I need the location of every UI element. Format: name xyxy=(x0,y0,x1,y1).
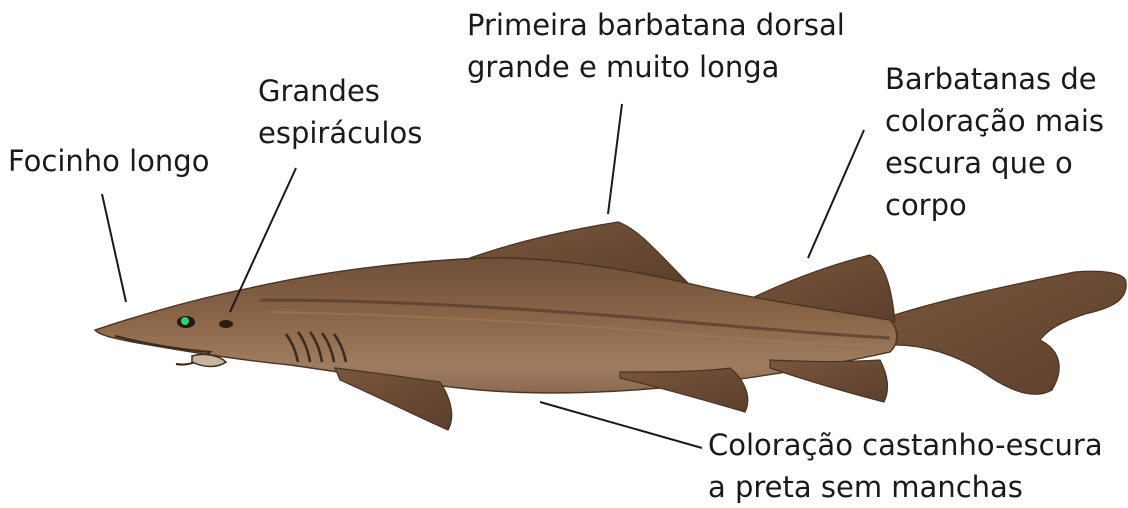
label-spiracles-line-2: espiráculos xyxy=(258,112,422,154)
label-snout-line-1: Focinho longo xyxy=(8,140,209,182)
spiracle xyxy=(219,320,233,328)
label-dorsal-fin: Primeira barbatana dorsal grande e muito… xyxy=(467,4,845,88)
label-dorsal-fin-line-1: Primeira barbatana dorsal xyxy=(467,4,845,46)
leader-fins xyxy=(808,130,864,258)
label-body-color-line-1: Coloração castanho-escura xyxy=(708,424,1103,466)
eye-highlight xyxy=(181,317,189,325)
anal-fin xyxy=(770,360,887,402)
label-dorsal-fin-line-2: grande e muito longa xyxy=(467,46,845,88)
label-fins-color: Barbatanas de coloração mais escura que … xyxy=(885,58,1104,226)
label-spiracles: Grandes espiráculos xyxy=(258,70,422,154)
label-fins-color-line-1: Barbatanas de xyxy=(885,58,1104,100)
leader-dorsal xyxy=(608,104,622,214)
leader-snout xyxy=(102,194,126,302)
leader-body-color xyxy=(540,402,702,448)
label-body-color: Coloração castanho-escura a preta sem ma… xyxy=(708,424,1103,508)
label-snout: Focinho longo xyxy=(8,140,209,182)
shark-body xyxy=(95,258,897,393)
caudal-fin xyxy=(885,271,1126,394)
label-fins-color-line-3: escura que o xyxy=(885,142,1104,184)
label-spiracles-line-1: Grandes xyxy=(258,70,422,112)
label-fins-color-line-2: coloração mais xyxy=(885,100,1104,142)
label-fins-color-line-4: corpo xyxy=(885,184,1104,226)
label-body-color-line-2: a preta sem manchas xyxy=(708,466,1103,508)
